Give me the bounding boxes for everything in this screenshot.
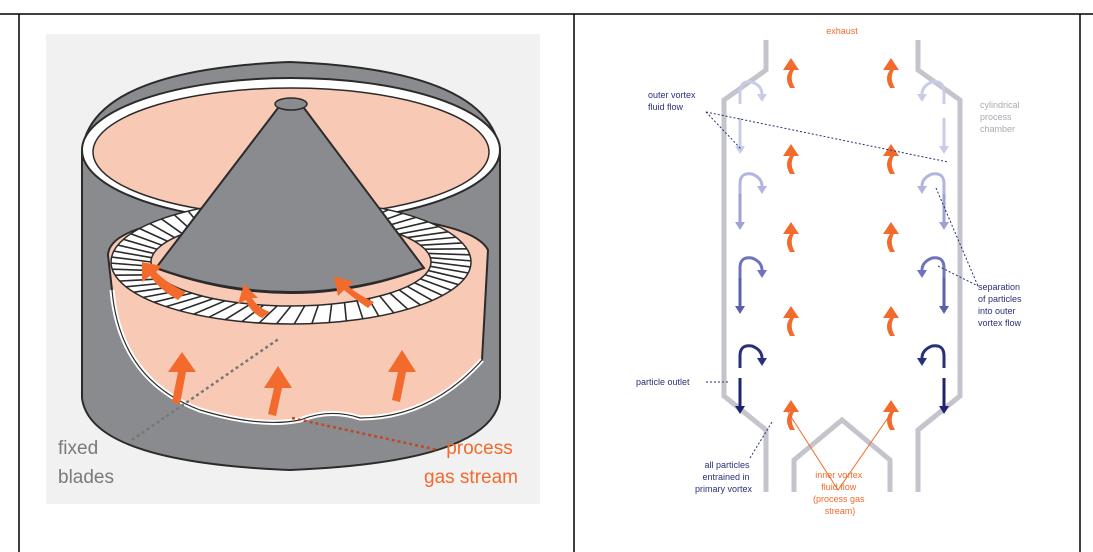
all-particles-label: all particles entrained in primary vorte…	[695, 460, 753, 494]
exhaust-label: exhaust	[826, 26, 858, 36]
cyclone-vortex-diagram: exhaust outer vortex fluid flow cylindri…	[629, 18, 1024, 526]
particle-outlet-label: particle outlet	[636, 377, 690, 387]
swirl-vane-illustration: fixed blades process gas stream	[46, 34, 540, 504]
